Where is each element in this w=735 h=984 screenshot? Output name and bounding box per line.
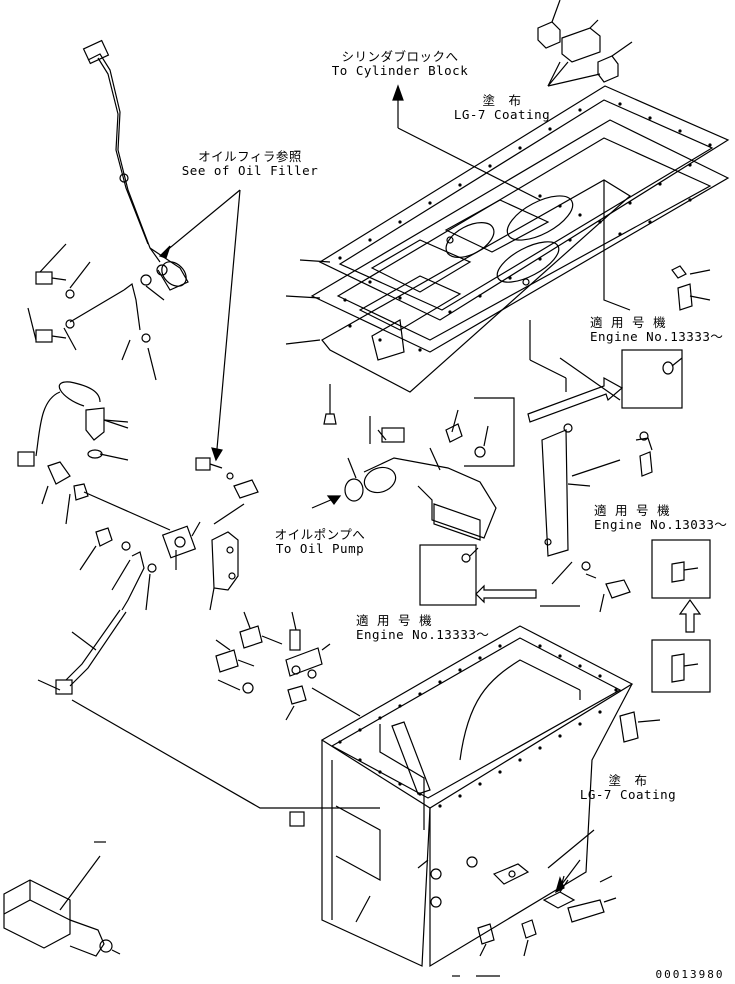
- label-leaders: [158, 189, 621, 894]
- detail-box-1: [445, 397, 515, 467]
- bracket-plates: [195, 457, 259, 611]
- coating-seal-blocks: [537, 0, 633, 87]
- lower-oil-pipe: [37, 609, 380, 809]
- coating-label-top-jp: 塗 布: [482, 93, 522, 108]
- oil-filler-label-jp: オイルフィラ参照: [198, 149, 302, 164]
- oil-filler-label-en: See of Oil Filler: [181, 163, 319, 178]
- oil-pump-label-jp: オイルポンプへ: [274, 527, 366, 542]
- coating-label-bottom: 塗 布 LG-7 Coating: [570, 774, 686, 802]
- oil-pan: [289, 625, 661, 968]
- gasket-bolt-holes: [338, 102, 712, 352]
- cylinder-block-arrow: [392, 84, 541, 201]
- detail-box-3: [419, 544, 580, 607]
- oil-pump-label-en: To Oil Pump: [275, 541, 365, 556]
- gasket-plate-lower: [321, 179, 632, 393]
- dipstick-assembly: [3, 855, 121, 957]
- oil-filler-label: オイルフィラ参照 See of Oil Filler: [170, 150, 330, 178]
- engine-no-13033-label-en: Engine No.13033～: [594, 517, 728, 532]
- engine-no-13033-label: 適 用 号 機 Engine No.13033～: [594, 504, 734, 532]
- oil-pan-bolt-holes: [338, 644, 618, 808]
- coating-label-bottom-jp: 塗 布: [608, 773, 648, 788]
- detail-box-2: [527, 349, 683, 423]
- pipe-fittings: [41, 461, 201, 611]
- engine-no-13333-label-b-en: Engine No.13333～: [356, 627, 490, 642]
- gasket-plate-middle: [310, 119, 730, 353]
- cylinder-block-label: シリンダブロックへ To Cylinder Block: [322, 50, 478, 78]
- engine-no-13333-label-b-jp: 適 用 号 機: [356, 613, 433, 628]
- coating-label-top: 塗 布 LG-7 Coating: [444, 94, 560, 122]
- engine-no-13333-label-a-jp: 適 用 号 機: [590, 315, 667, 330]
- left-fasteners: [27, 243, 168, 381]
- suction-pipe: [344, 416, 497, 541]
- oil-pump-label: オイルポンプへ To Oil Pump: [262, 528, 378, 556]
- engine-no-13333-label-a-en: Engine No.13333～: [590, 329, 724, 344]
- engine-no-13333-label-b: 適 用 号 機 Engine No.13333～: [356, 614, 506, 642]
- coating-label-bottom-en: LG-7 Coating: [579, 787, 677, 802]
- coating-label-top-en: LG-7 Coating: [453, 107, 551, 122]
- cylinder-block-label-jp: シリンダブロックへ: [341, 49, 459, 64]
- lower-fasteners: [215, 611, 361, 721]
- cylinder-block-label-en: To Cylinder Block: [331, 63, 469, 78]
- engine-no-13333-label-a: 適 用 号 機 Engine No.13333～: [590, 316, 732, 344]
- detail-box-4: [651, 539, 711, 693]
- engine-no-13033-label-jp: 適 用 号 機: [594, 503, 671, 518]
- vertical-bracket: [541, 265, 711, 613]
- drawing-serial-number: 00013980: [655, 968, 725, 981]
- oil-filler-tube: [82, 39, 189, 291]
- bottom-marks: [94, 841, 500, 977]
- level-sensor-assembly: [17, 381, 129, 467]
